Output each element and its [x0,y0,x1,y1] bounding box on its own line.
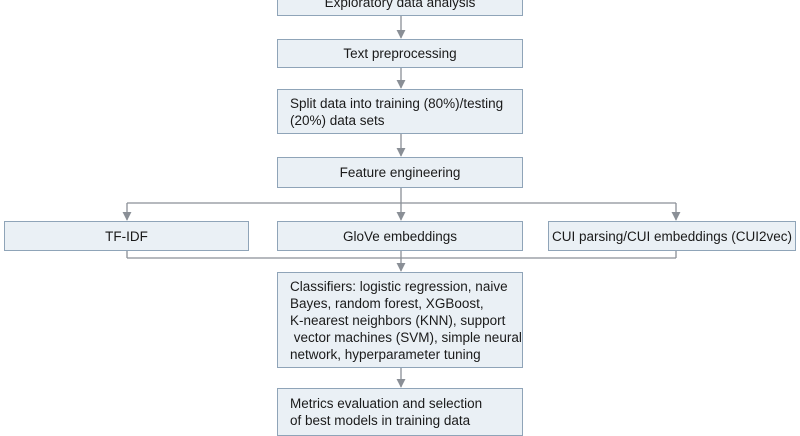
step-label: CUI parsing/CUI embeddings (CUI2vec) [551,228,793,244]
step-classifiers: Classifiers: logistic regression, naive … [277,272,523,368]
step-label-line: vector machines (SVM), simple neural [290,329,522,345]
step-label: Text preprocessing [343,46,457,61]
step-label: Feature engineering [339,165,461,180]
step-label: Metrics evaluation and selection of best… [290,395,482,429]
step-label-line: network, hyperparameter tuning [290,346,481,362]
feature-cui-embeddings: CUI parsing/CUI embeddings (CUI2vec) [548,221,796,251]
step-label-line: of best models in training data [290,413,471,428]
step-text-preprocessing: Text preprocessing [277,39,523,68]
step-label-line: Classifiers: logistic regression, naive [290,278,508,294]
step-label: Classifiers: logistic regression, naive … [290,278,522,363]
step-split-data: Split data into training (80%)/testing (… [277,89,523,134]
feature-glove-embeddings: GloVe embeddings [277,221,523,251]
step-exploratory-data-analysis: Exploratory data analysis [277,0,523,16]
step-label: GloVe embeddings [342,228,458,244]
feature-tfidf: TF-IDF [4,221,249,251]
step-label-line: K-nearest neighbors (KNN), support [290,312,506,328]
step-feature-engineering: Feature engineering [277,157,523,188]
connectors [122,16,681,388]
step-label-line: Split data into training (80%)/testing [290,95,504,111]
step-label: TF-IDF [105,228,148,244]
step-label-line: (20%) data sets [290,112,385,128]
step-label-line: Metrics evaluation and selection [290,396,483,411]
step-label: Split data into training (80%)/testing (… [290,95,503,129]
step-label-line: Bayes, random forest, XGBoost, [290,295,484,311]
step-metrics-evaluation: Metrics evaluation and selection of best… [277,388,523,436]
flowchart: Exploratory data analysis Text preproces… [4,0,796,436]
step-label: Exploratory data analysis [324,0,476,10]
